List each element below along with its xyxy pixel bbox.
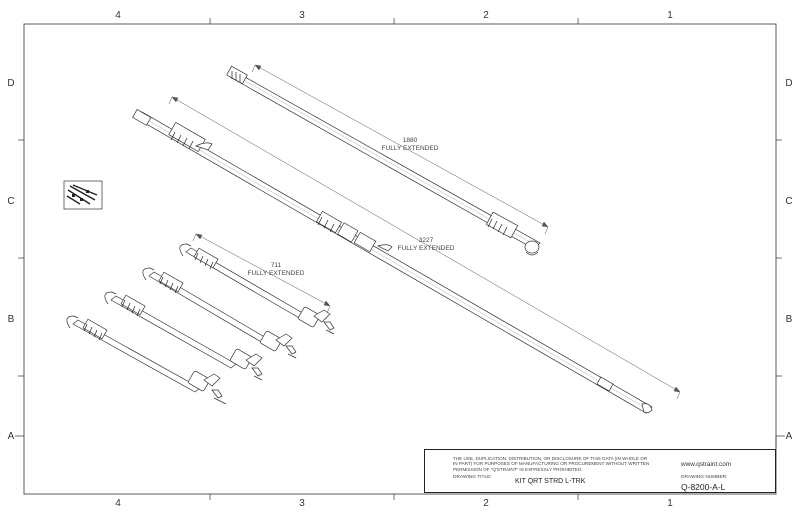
zone-row-d-left: D [7,78,15,89]
zone-col-2-top: 2 [483,10,489,21]
dimension-line-711 [192,233,331,314]
drawing-number: Q-8200-A-L [681,482,726,492]
zone-row-c-right: C [785,196,793,207]
zone-col-2-bottom: 2 [483,498,489,509]
dimension-1880-note: FULLY EXTENDED [381,144,439,152]
company-website: www.qstraint.com [681,461,732,468]
zone-row-b-left: B [7,314,15,325]
zone-col-4-bottom: 4 [115,498,121,509]
zone-row-d-right: D [785,78,793,89]
zone-col-4-top: 4 [115,10,121,21]
dimension-line-3227 [168,96,681,400]
retractor-1 [179,243,335,335]
dimension-1880: 1880 FULLY EXTENDED [372,137,448,152]
zone-row-a-right: A [785,431,793,442]
dimension-711-note: FULLY EXTENDED [247,269,305,277]
zone-col-3-top: 3 [299,10,305,21]
dimension-3227-note: FULLY EXTENDED [397,244,455,252]
dimension-3227: 3227 FULLY EXTENDED [388,237,464,252]
drawing-border [23,23,777,495]
zone-col-1-bottom: 1 [667,498,673,509]
zone-col-1-top: 1 [667,10,673,21]
zone-col-3-bottom: 3 [299,498,305,509]
dimension-3227-value: 3227 [418,237,434,244]
proprietary-notice: THE USE, DUPLICATION, DISTRIBUTION, OR D… [453,456,650,472]
retractor-2 [142,267,297,359]
retractor-3 [104,291,263,381]
zone-ticks [15,18,785,500]
title-block: THE USE, DUPLICATION, DISTRIBUTION, OR D… [424,449,776,493]
retractor-4 [66,315,227,405]
kit-thumbnail-icon [63,180,103,210]
dimension-1880-value: 1880 [402,137,418,144]
dimension-711-value: 711 [270,262,282,269]
zone-row-b-right: B [785,314,793,325]
zone-row-a-left: A [7,431,15,442]
dimension-711: 711 FULLY EXTENDED [238,262,314,277]
dimension-line-1880 [251,64,549,235]
strap-1880 [226,65,541,256]
zone-row-c-left: C [7,196,15,207]
drawing-title: KIT QRT STRD L-TRK [515,478,586,485]
drawing-number-label: DRAWING NUMBER: [681,475,728,480]
strap-3227 [132,109,653,414]
drawing-title-label: DRAWING TITLE: [453,475,492,480]
